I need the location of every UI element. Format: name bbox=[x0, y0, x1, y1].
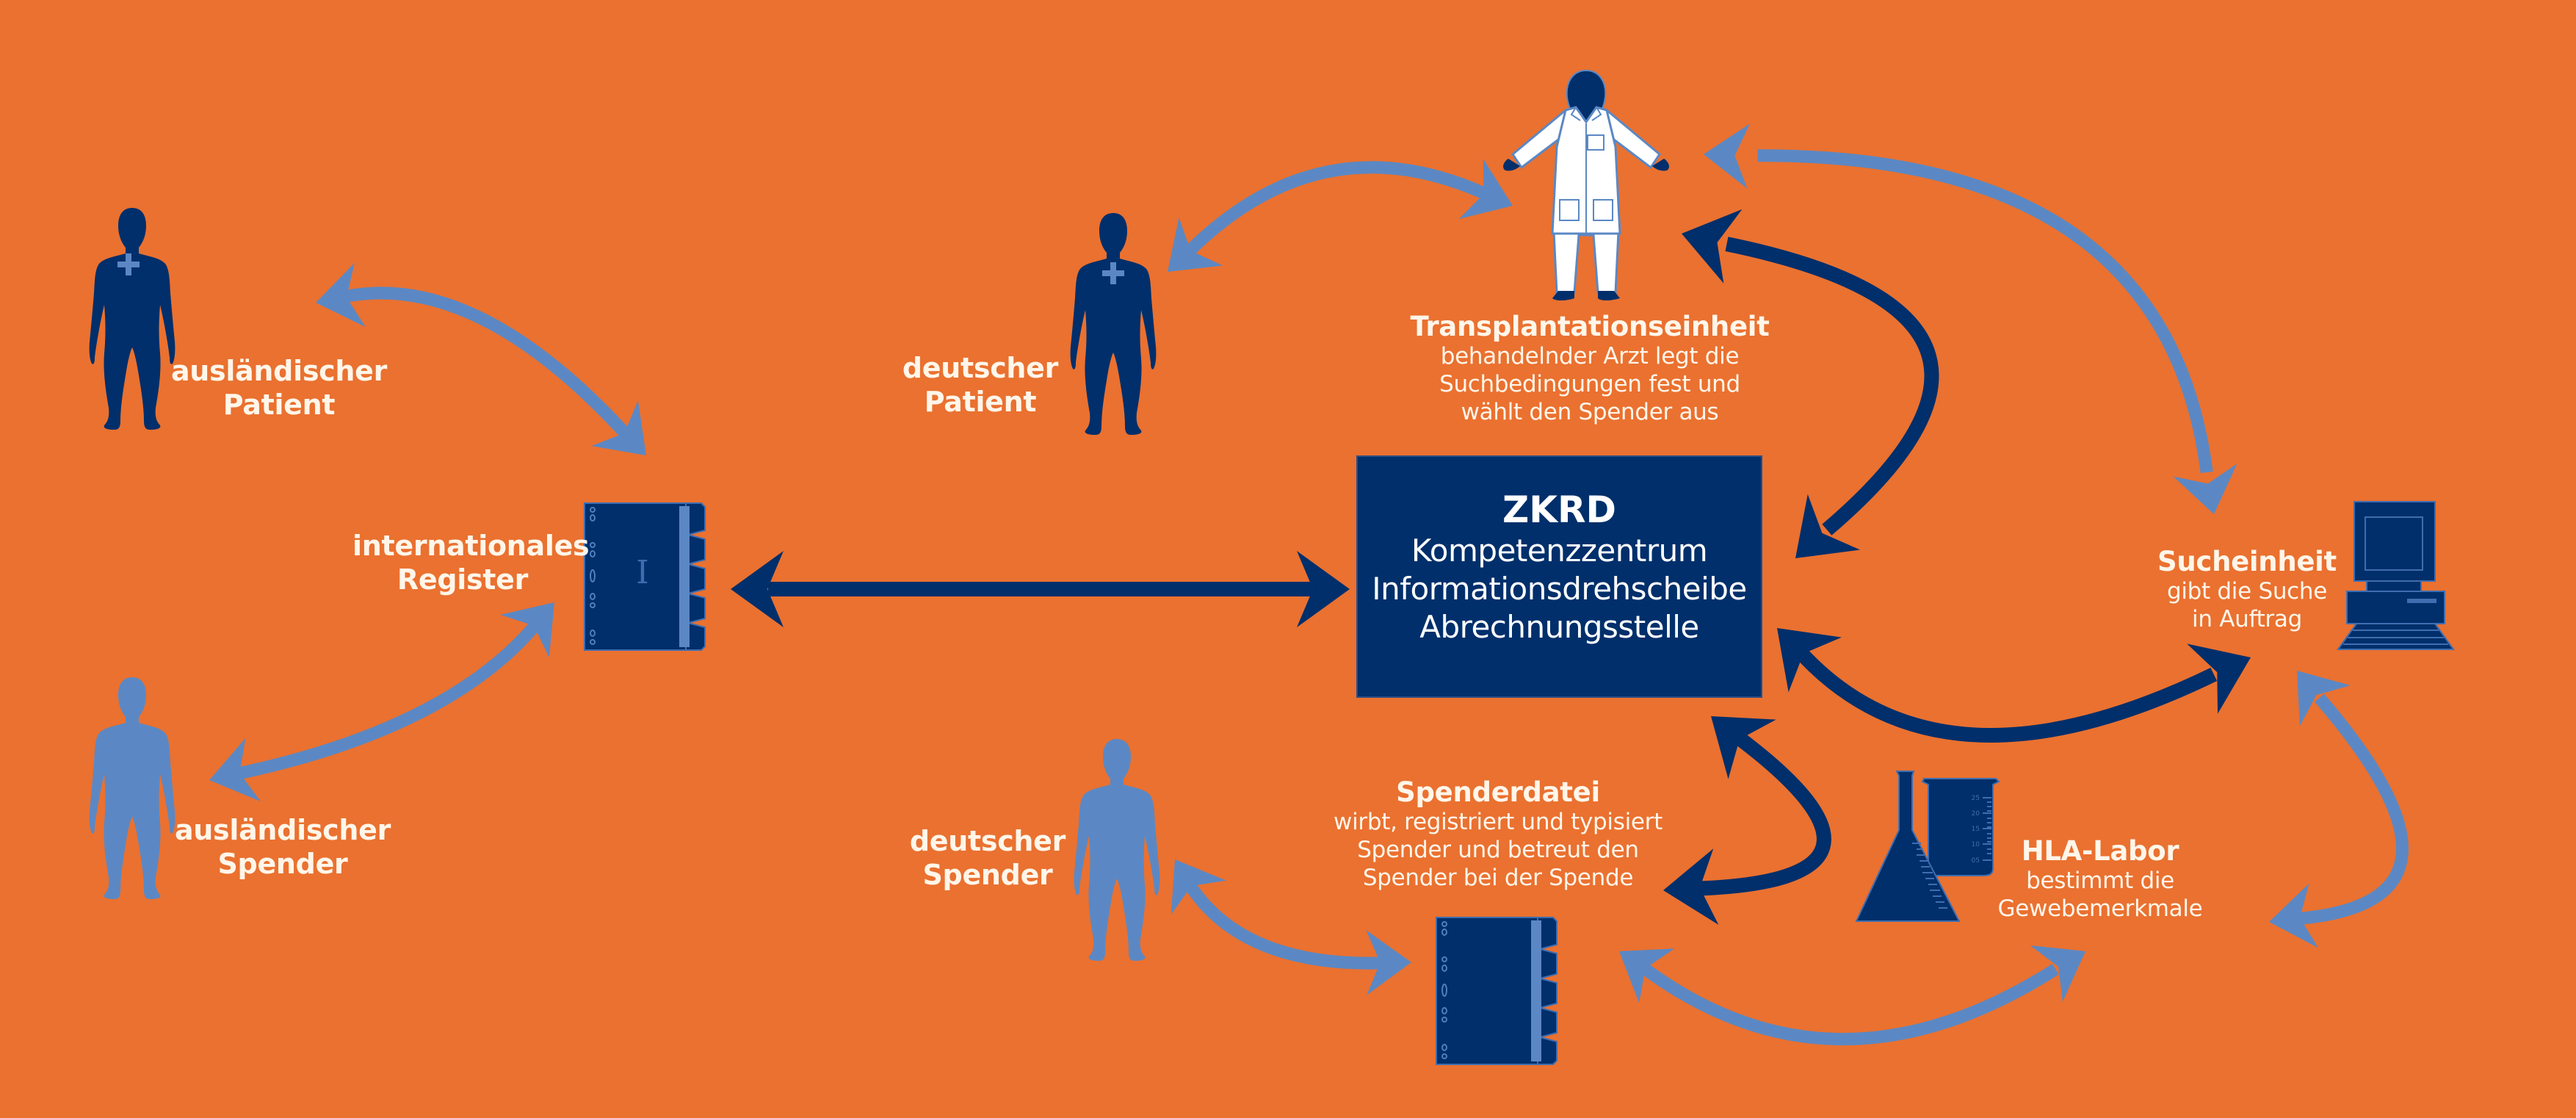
arrow-foreign-patient-international-register bbox=[316, 263, 646, 455]
arrow-transplant-unit-search-unit bbox=[1704, 123, 2237, 514]
german-patient-figure bbox=[1070, 213, 1157, 435]
arrow-head-end bbox=[2030, 945, 2085, 1002]
computer-icon bbox=[2337, 501, 2455, 650]
doctor-icon bbox=[1503, 69, 1669, 300]
medical-cross-icon bbox=[1102, 262, 1124, 284]
arrow-shaft bbox=[1725, 237, 1939, 535]
arrow-head-end bbox=[2187, 643, 2251, 714]
international-register-binder: I bbox=[584, 502, 706, 651]
international-register-label: internationales Register bbox=[352, 530, 590, 596]
arrow-shaft bbox=[1176, 869, 1391, 970]
arrow-shaft bbox=[2294, 693, 2409, 926]
arrow-foreign-donor-international-register bbox=[209, 602, 554, 801]
arrow-transplant-unit-center bbox=[1682, 209, 1939, 558]
foreign-donor-figure bbox=[89, 677, 176, 899]
arrow-head-start bbox=[209, 737, 261, 801]
arrow-head-end bbox=[1297, 551, 1350, 627]
arrow-shaft bbox=[1693, 729, 1831, 896]
arrow-head-end bbox=[1458, 159, 1513, 220]
arrow-german-donor-donor-file bbox=[1171, 859, 1411, 995]
arrow-head-start bbox=[1704, 123, 1750, 189]
arrow-head-start bbox=[1777, 628, 1842, 693]
arrow-international-register-center bbox=[731, 551, 1350, 627]
beaker-scale-label: 05 bbox=[1972, 857, 1980, 865]
arrow-head-end bbox=[1366, 930, 1411, 995]
arrow-search-unit-hla-lab bbox=[2269, 671, 2409, 948]
german-donor-label: deutscher Spender bbox=[909, 825, 1066, 892]
foreign-patient-figure bbox=[89, 208, 176, 430]
donor-file-binder-icon bbox=[1436, 917, 1557, 1065]
zkrd-role: Abrechnungsstelle bbox=[1419, 609, 1699, 646]
medical-cross-icon bbox=[117, 253, 140, 275]
arrow-head-start bbox=[1682, 209, 1743, 284]
arrow-shaft bbox=[236, 613, 547, 780]
connection-arrows bbox=[209, 123, 2409, 1046]
hla-lab-label: HLA-Labor bestimmt die Gewebemerkmale bbox=[1983, 834, 2218, 923]
donor-file-title: Spenderdatei bbox=[1396, 776, 1600, 808]
arrow-center-search-unit bbox=[1777, 628, 2251, 743]
arrow-shaft bbox=[1757, 149, 2213, 474]
search-unit-title: Sucheinheit bbox=[2157, 546, 2337, 577]
arrow-head-start bbox=[1711, 716, 1776, 779]
arrow-head-start bbox=[2297, 671, 2351, 726]
transplant-unit-label: Transplantationseinheit behandelnder Arz… bbox=[1399, 310, 1781, 427]
donor-file-label: Spenderdatei wirbt, registriert und typi… bbox=[1307, 776, 1689, 892]
german-donor-figure bbox=[1074, 739, 1160, 961]
german-patient-label: deutscher Patient bbox=[902, 352, 1059, 419]
arrow-head-start bbox=[731, 551, 784, 627]
arrow-head-end bbox=[1663, 848, 1719, 925]
search-unit-label: Sucheinheit gibt die Suche in Auftrag bbox=[2152, 545, 2342, 634]
patient-figure-icon bbox=[1070, 213, 1157, 435]
arrow-shaft bbox=[1791, 643, 2218, 743]
transplant-unit-title: Transplantationseinheit bbox=[1410, 311, 1770, 342]
lab-glassware-icon: 25 20 15 10 05 bbox=[1855, 771, 2000, 922]
arrow-head-end bbox=[1795, 494, 1861, 558]
beaker-scale-label: 15 bbox=[1972, 826, 1980, 833]
arrow-head-end bbox=[591, 400, 646, 455]
beaker-scale-label: 10 bbox=[1972, 841, 1980, 848]
zkrd-role: Kompetenzzentrum bbox=[1411, 533, 1708, 569]
arrow-head-start bbox=[1168, 217, 1223, 272]
arrow-donor-file-hla-lab bbox=[1619, 945, 2085, 1046]
arrow-head-start bbox=[1171, 859, 1226, 915]
zkrd-title: ZKRD bbox=[1502, 488, 1616, 531]
beaker-scale-label: 25 bbox=[1972, 795, 1980, 802]
foreign-donor-label: ausländischer Spender bbox=[174, 814, 391, 881]
zkrd-center-box: ZKRD Kompetenzzentrum Informationsdrehsc… bbox=[1356, 455, 1762, 698]
arrow-shaft bbox=[333, 286, 630, 438]
arrow-head-start bbox=[1619, 948, 1675, 1003]
arrow-head-start bbox=[316, 263, 366, 328]
patient-figure-icon bbox=[89, 208, 176, 430]
arrow-shaft bbox=[1182, 161, 1493, 259]
arrow-german-patient-transplant-unit bbox=[1168, 159, 1513, 272]
arrow-head-end bbox=[2173, 464, 2237, 514]
arrow-head-end bbox=[2269, 883, 2318, 948]
arrow-head-end bbox=[500, 602, 554, 658]
zkrd-role: Informationsdrehscheibe bbox=[1372, 571, 1747, 607]
arrow-center-donor-file bbox=[1663, 716, 1831, 925]
arrow-shaft bbox=[1641, 964, 2059, 1046]
beaker-scale-label: 20 bbox=[1972, 810, 1980, 818]
foreign-patient-label: ausländischer Patient bbox=[170, 355, 388, 422]
binder-letter: I bbox=[636, 554, 648, 591]
hla-lab-title: HLA-Labor bbox=[2021, 835, 2179, 867]
